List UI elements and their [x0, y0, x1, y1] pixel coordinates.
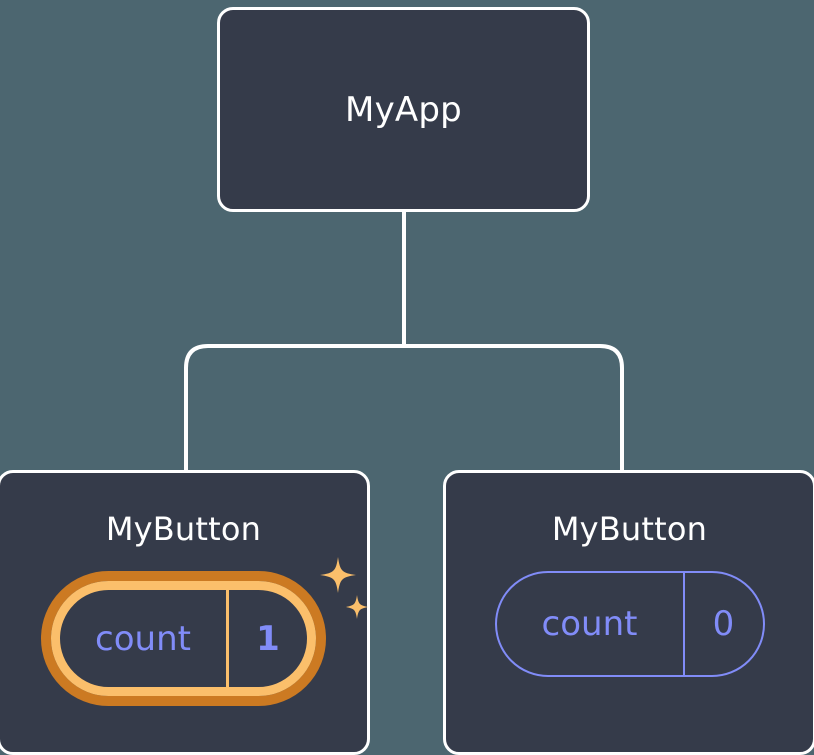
node-mybutton-left-title: MyButton [105, 510, 262, 548]
node-mybutton-right[interactable]: MyButton count 0 [443, 470, 814, 755]
state-divider-left [226, 590, 229, 687]
node-myapp-title: MyApp [345, 89, 462, 130]
state-key-left: count [95, 618, 191, 659]
sparkle-icon [320, 557, 368, 619]
sparkle-large-icon [320, 557, 356, 593]
node-mybutton-right-title: MyButton [551, 510, 708, 548]
state-divider-right [682, 573, 685, 675]
state-pill-right-wrap: count 0 [494, 571, 765, 677]
state-pill-left-inner: count 1 [51, 581, 316, 696]
state-value-right: 0 [712, 604, 735, 644]
state-value-left: 1 [256, 618, 280, 659]
edge-branch-bar [184, 344, 624, 470]
state-key-right: count [541, 604, 638, 644]
sparkle-small-icon [346, 595, 368, 619]
state-pill-right[interactable]: count 0 [494, 571, 765, 677]
state-pill-left[interactable]: count 1 [41, 571, 326, 706]
node-mybutton-left[interactable]: MyButton count 1 [0, 470, 370, 755]
component-tree-diagram: MyApp MyButton count 1 MyButton count [0, 7, 814, 755]
node-myapp[interactable]: MyApp [217, 7, 590, 212]
state-pill-left-wrap: count 1 [41, 557, 368, 706]
